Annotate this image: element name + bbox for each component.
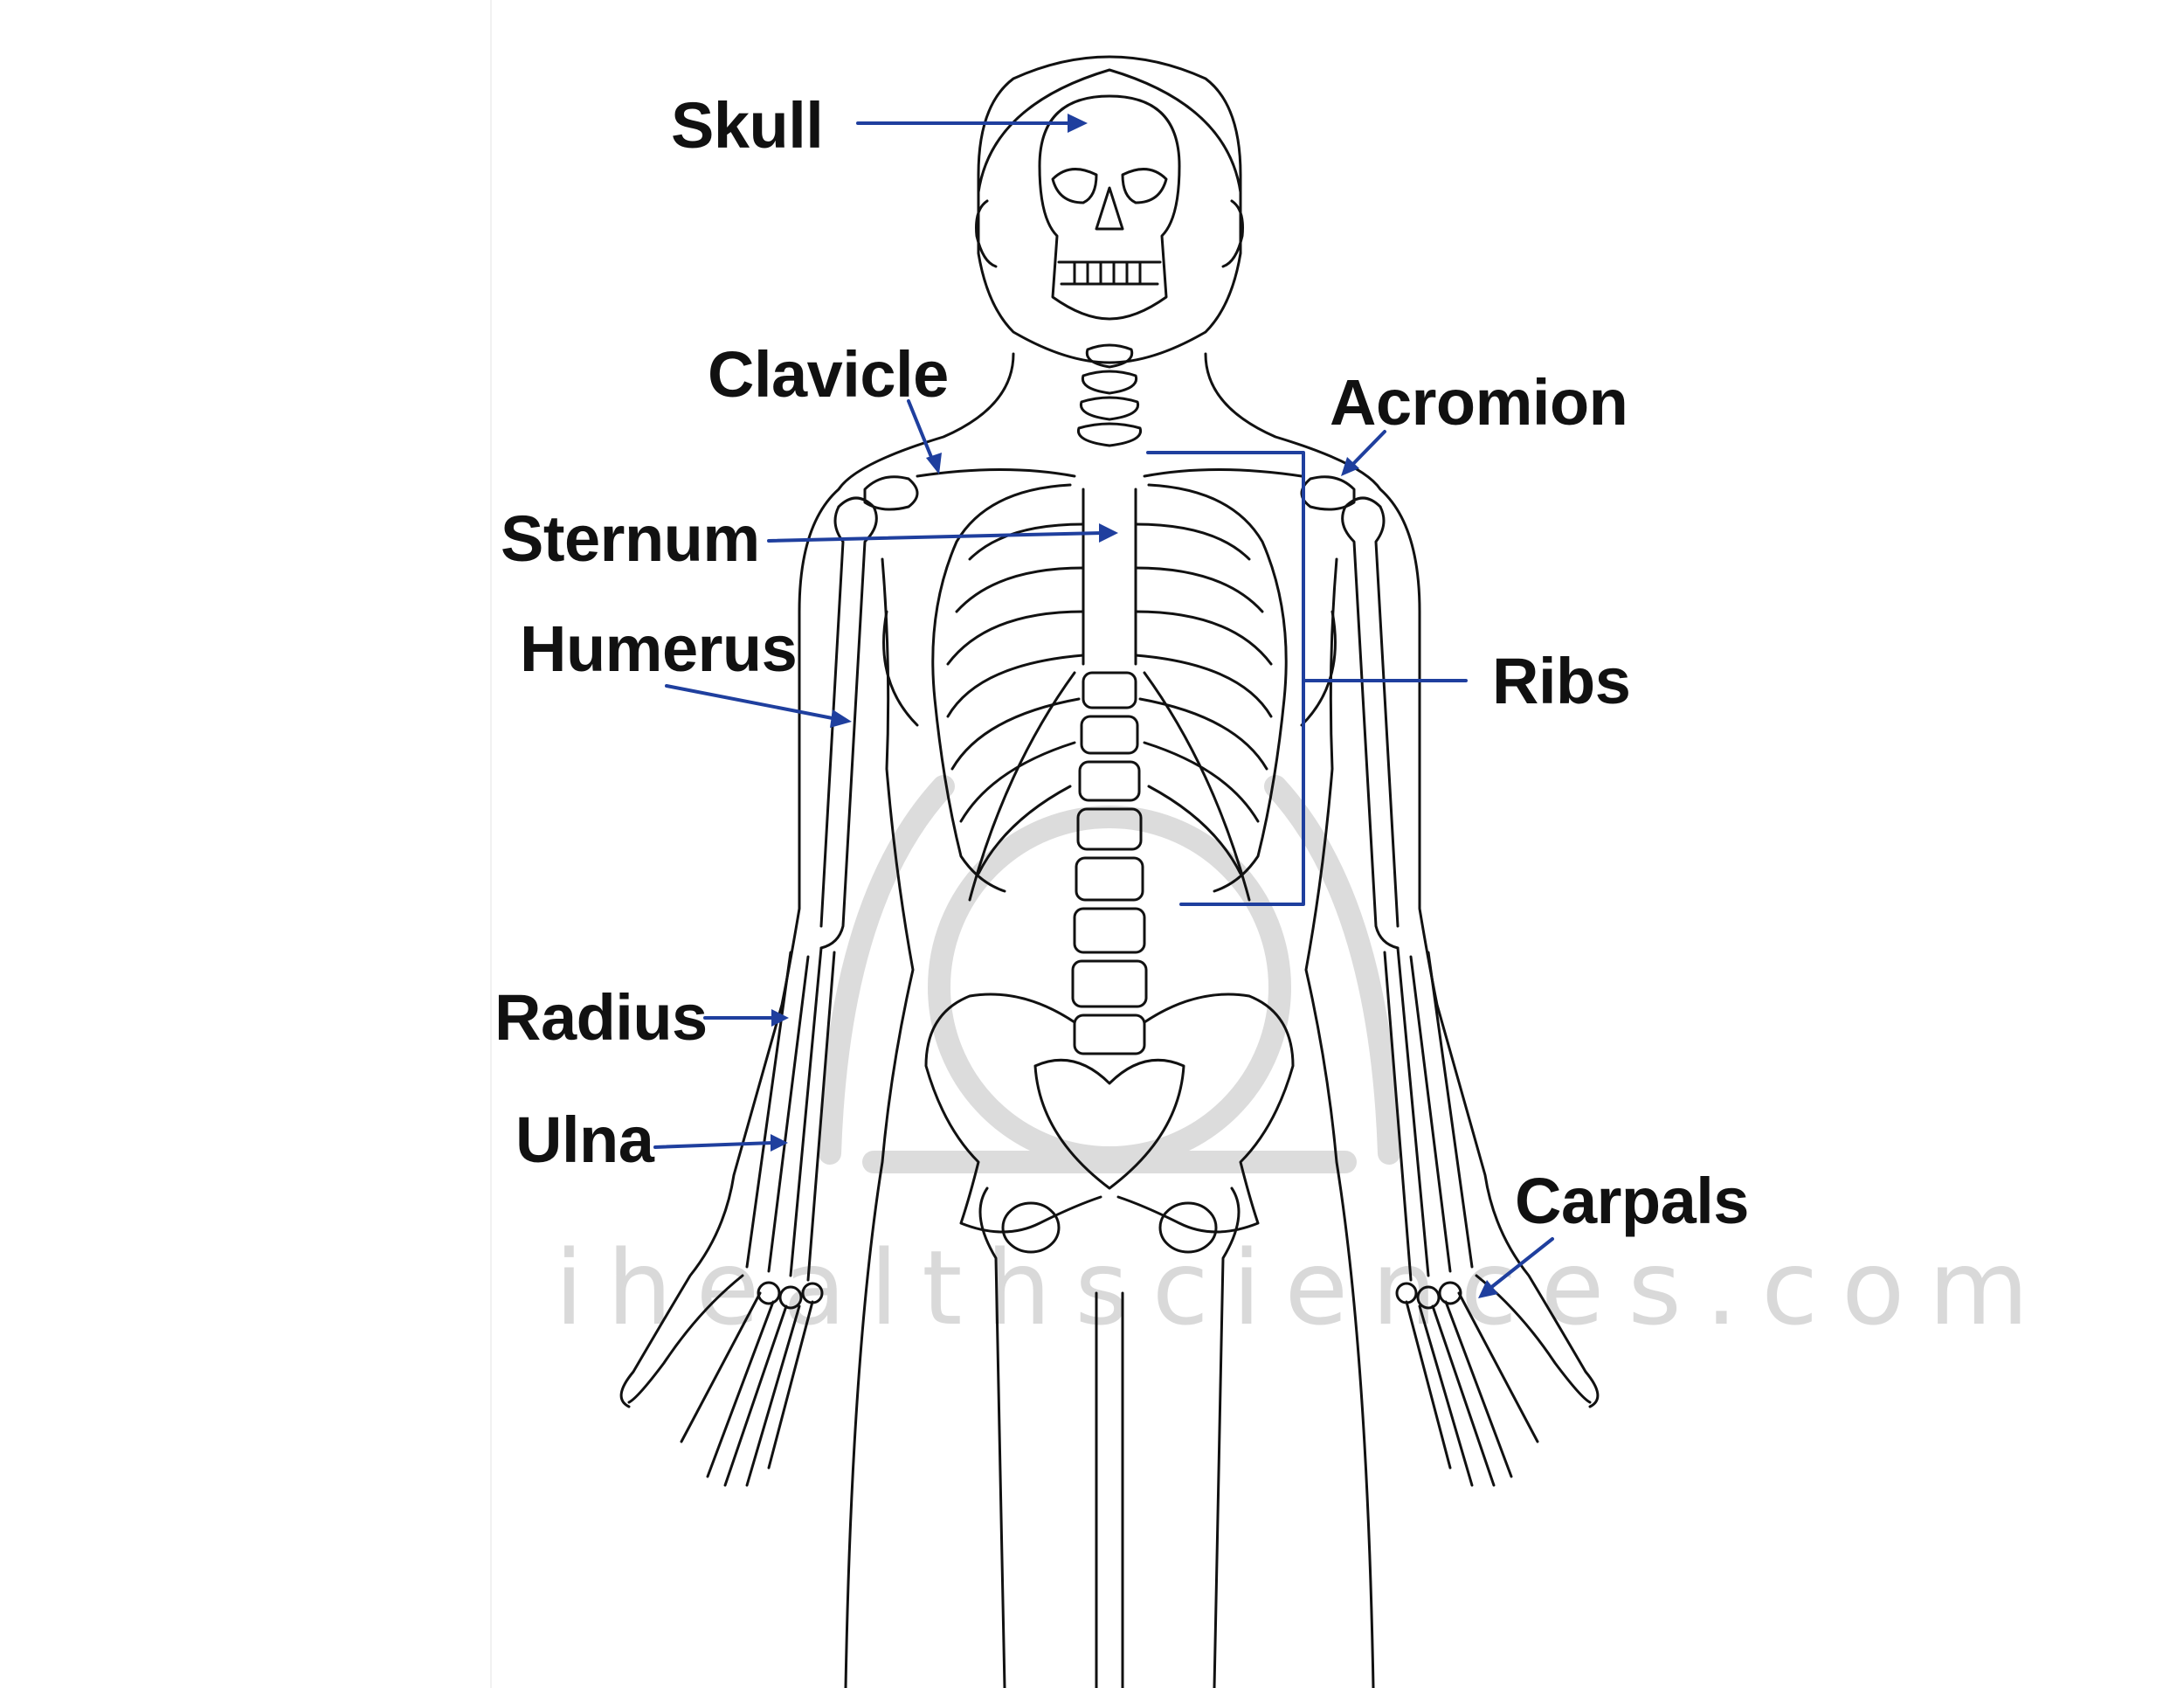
humerus-arrowhead [830,709,852,728]
ulna-arrowhead [771,1134,788,1152]
carpals-leader [1488,1237,1554,1290]
acromion-leader [1348,430,1386,469]
watermark-text: ihealthsciences.com [555,1228,2053,1348]
page-edge-line [490,0,492,1688]
skull-arrowhead [1068,114,1088,133]
humerus-bones [819,496,1400,950]
carpals-arrowhead [1478,1280,1498,1298]
label-ulna: Ulna [515,1103,654,1176]
label-humerus: Humerus [520,612,798,685]
label-ribs: Ribs [1492,645,1631,717]
sternum-arrowhead [1099,523,1118,543]
radius-arrowhead [771,1009,789,1027]
label-carpals: Carpals [1515,1165,1749,1237]
label-clavicle: Clavicle [708,338,949,411]
label-sternum: Sternum [501,502,760,575]
shoulder-girdle [863,468,1356,511]
clavicle-arrowhead [926,453,942,474]
hands [627,1274,1592,1487]
clavicle-leader [907,399,935,463]
rib-cage [931,483,1288,902]
leader-lines [653,121,1554,1290]
forearm-bones [745,946,1474,1282]
label-skull: Skull [671,89,824,162]
acromion-arrowhead [1341,457,1359,476]
cervical-spine [1076,343,1143,447]
label-acromion: Acromion [1330,366,1628,439]
pelvis [924,993,1295,1688]
label-radius: Radius [494,981,708,1054]
humerus-leader [665,684,839,721]
ribs-bracket [1146,451,1468,906]
sternum-leader [767,531,1104,543]
body-outline [619,55,1600,1688]
arrowheads [771,114,1498,1298]
lumbar-spine [1071,671,1148,1055]
ulna-leader [653,1141,775,1149]
skull-drawing [1038,94,1181,321]
